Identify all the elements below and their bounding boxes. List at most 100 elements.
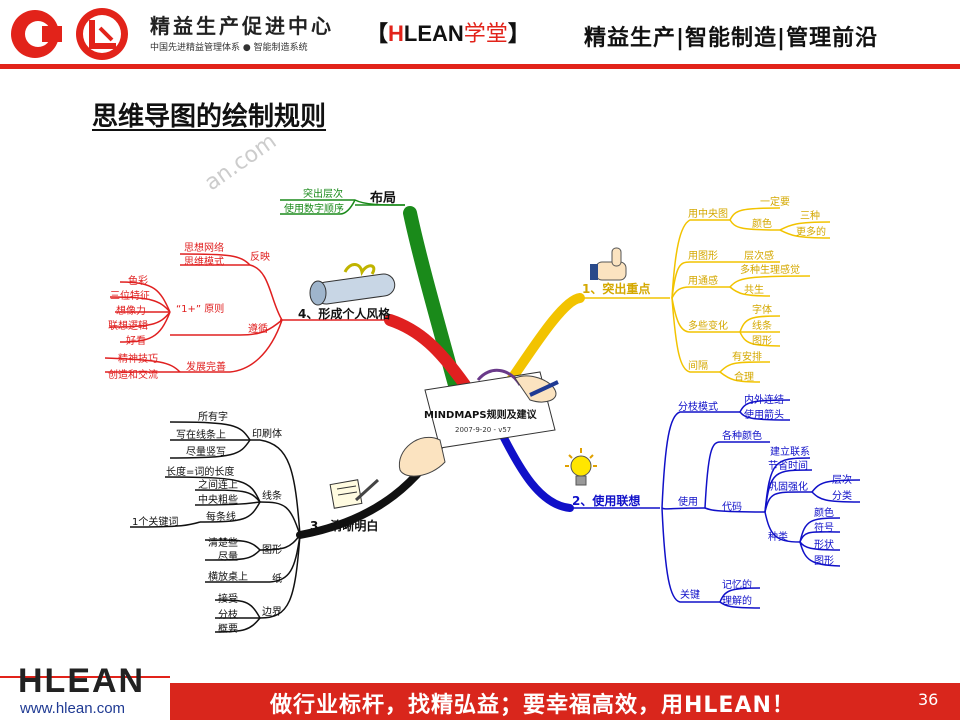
association-kind-3: 形状 — [814, 538, 834, 551]
emphasis-vary-label: 多些变化 — [688, 319, 728, 332]
association-colors: 各种颜色 — [722, 429, 762, 442]
emphasis-images-label: 用图形 — [688, 250, 718, 262]
style-rule-label: “1+” 原则 — [176, 302, 224, 315]
tag-h: H — [388, 21, 404, 46]
style-follow-label: 遵循 — [248, 322, 268, 335]
header: 精益生产促进中心 中国先进精益管理体系 ● 智能制造系统 【HLEAN学堂】 精… — [0, 0, 960, 64]
emphasis-color-item-1: 三种 — [800, 209, 820, 222]
header-slogan: 精益生产|智能制造|管理前沿 — [584, 26, 879, 51]
emphasis-senses-item-2: 共生 — [744, 283, 764, 296]
style-follow-item-3: 想像力 — [116, 304, 146, 317]
clarity-paper-label: 纸 — [272, 572, 282, 585]
emphasis-vary-item-1: 字体 — [752, 303, 772, 316]
emphasis-center-label: 用中央图 — [688, 207, 728, 220]
association-kinds-label: 种类 — [768, 530, 788, 543]
style-label: 4、形成个人风格 — [298, 306, 391, 321]
footer-bar — [170, 683, 960, 720]
style-follow-item-1: 色彩 — [128, 274, 148, 287]
association-use-label: 使用 — [678, 495, 698, 508]
footer-logo: HLEAN — [18, 662, 146, 700]
style-follow-item-2: 三位特征 — [110, 289, 150, 302]
clarity-lines-extra: 1个关键词 — [132, 515, 178, 528]
emphasis-spacing-item-2: 合理 — [734, 370, 754, 383]
clarity-shapes-item-1: 清楚些 — [208, 536, 238, 549]
emphasis-vary-item-3: 图形 — [752, 335, 772, 347]
clarity-border-item-3: 概要 — [218, 622, 238, 635]
clarity-label: 3、清晰明白 — [310, 518, 378, 533]
clarity-border-item-2: 分枝 — [218, 608, 238, 621]
clarity-lines-label: 线条 — [262, 489, 282, 502]
association-kind-2: 符号 — [814, 521, 834, 534]
footer-line — [0, 676, 170, 678]
clarity-print-item-3: 尽量竖写 — [186, 446, 226, 458]
style-subbranches — [104, 253, 390, 373]
layout-label: 布局 — [370, 190, 396, 206]
association-reinforce-item-2: 分类 — [832, 489, 852, 502]
emphasis-vary-item-2: 线条 — [752, 319, 772, 332]
emphasis-spacing-item-1: 有安排 — [732, 350, 762, 363]
clarity-lines-item-2: 之间连上 — [198, 478, 238, 491]
layout-item-2: 使用数字顺序 — [284, 202, 344, 215]
clarity-subbranches — [129, 421, 301, 633]
style-reflect-item-2: 思维模式 — [184, 255, 224, 268]
association-key-item-1: 记忆的 — [722, 578, 752, 591]
style-reflect-label: 反映 — [250, 251, 270, 263]
footer-url[interactable]: www.hlean.com — [20, 700, 126, 717]
clarity-shapes-label: 图形 — [262, 544, 282, 556]
association-reinforce-item-1: 层次 — [832, 473, 852, 486]
style-develop-item-1: 精神技巧 — [118, 352, 158, 365]
tag-xt: 学堂 — [463, 21, 508, 46]
header-divider — [0, 64, 960, 69]
association-label: 2、使用联想 — [572, 493, 640, 508]
tag-close: 】 — [507, 21, 530, 46]
association-mode-label: 分枝模式 — [678, 400, 718, 413]
notepad-icon — [329, 478, 380, 509]
emphasis-spacing-label: 间隔 — [688, 359, 708, 372]
light-bulb-icon — [565, 448, 597, 486]
association-kind-1: 颜色 — [814, 506, 834, 519]
emphasis-label: 1、突出重点 — [582, 281, 650, 296]
emphasis-center-item-2: 颜色 — [752, 217, 772, 230]
hlean-tag: 【HLEAN学堂】 — [366, 16, 530, 48]
emphasis-images-item-1: 层次感 — [744, 249, 774, 262]
center-date: 2007-9-20 - v57 — [455, 426, 511, 434]
scroll-icon — [309, 263, 396, 306]
style-reflect-item-1: 思想网络 — [184, 241, 224, 254]
association-key-label: 关键 — [680, 588, 700, 601]
style-follow-item-4: 联想逻辑 — [108, 319, 148, 332]
thumbs-up-icon — [590, 247, 627, 281]
brand-name: 精益生产促进中心 — [150, 14, 334, 38]
style-develop-item-2: 创造和交流 — [108, 368, 158, 381]
layout-item-1: 突出层次 — [303, 187, 343, 200]
clarity-print-item-1: 所有字 — [198, 410, 228, 423]
company-logo-icon — [11, 8, 128, 60]
emphasis-center-item-1: 一定要 — [760, 195, 790, 208]
branch-style-line — [384, 314, 471, 391]
association-mode-item-2: 使用箭头 — [744, 408, 784, 421]
clarity-border-item-1: 接受 — [218, 592, 238, 605]
emphasis-senses-item-1: 多种生理感觉 — [740, 263, 800, 276]
center-image — [398, 369, 559, 477]
emphasis-color-item-2: 更多的 — [796, 225, 826, 238]
association-code-item-2: 节省时间 — [768, 459, 808, 472]
association-code-item-1: 建立联系 — [770, 445, 810, 458]
association-mode-item-1: 内外连结 — [744, 393, 784, 406]
clarity-lines-item-1: 长度=词的长度 — [166, 465, 234, 478]
clarity-lines-item-4: 每条线 — [206, 510, 236, 523]
mind-map: 布局 突出层次 使用数字顺序 4、形成个人风格 反映 思想网络 思维模式 遵循 … — [104, 187, 861, 635]
association-subbranches — [570, 399, 861, 609]
association-kind-4: 图形 — [814, 555, 834, 567]
layout-subbranches — [280, 199, 406, 215]
association-code-item-3: 巩固强化 — [768, 480, 808, 493]
association-code-label: 代码 — [722, 501, 742, 513]
style-develop-label: 发展完善 — [186, 360, 226, 373]
clarity-border-label: 边界 — [262, 606, 282, 618]
emphasis-senses-label: 用通感 — [688, 274, 718, 287]
clarity-lines-item-3: 中央粗些 — [198, 493, 238, 506]
page-number: 36 — [918, 690, 939, 709]
tag-rest: LEAN — [403, 21, 464, 46]
page-title: 思维导图的绘制规则 — [92, 102, 327, 132]
clarity-print-label: 印刷体 — [252, 428, 282, 440]
branch-association-line — [496, 426, 574, 512]
clarity-shapes-item-2: 尽量 — [218, 551, 238, 563]
